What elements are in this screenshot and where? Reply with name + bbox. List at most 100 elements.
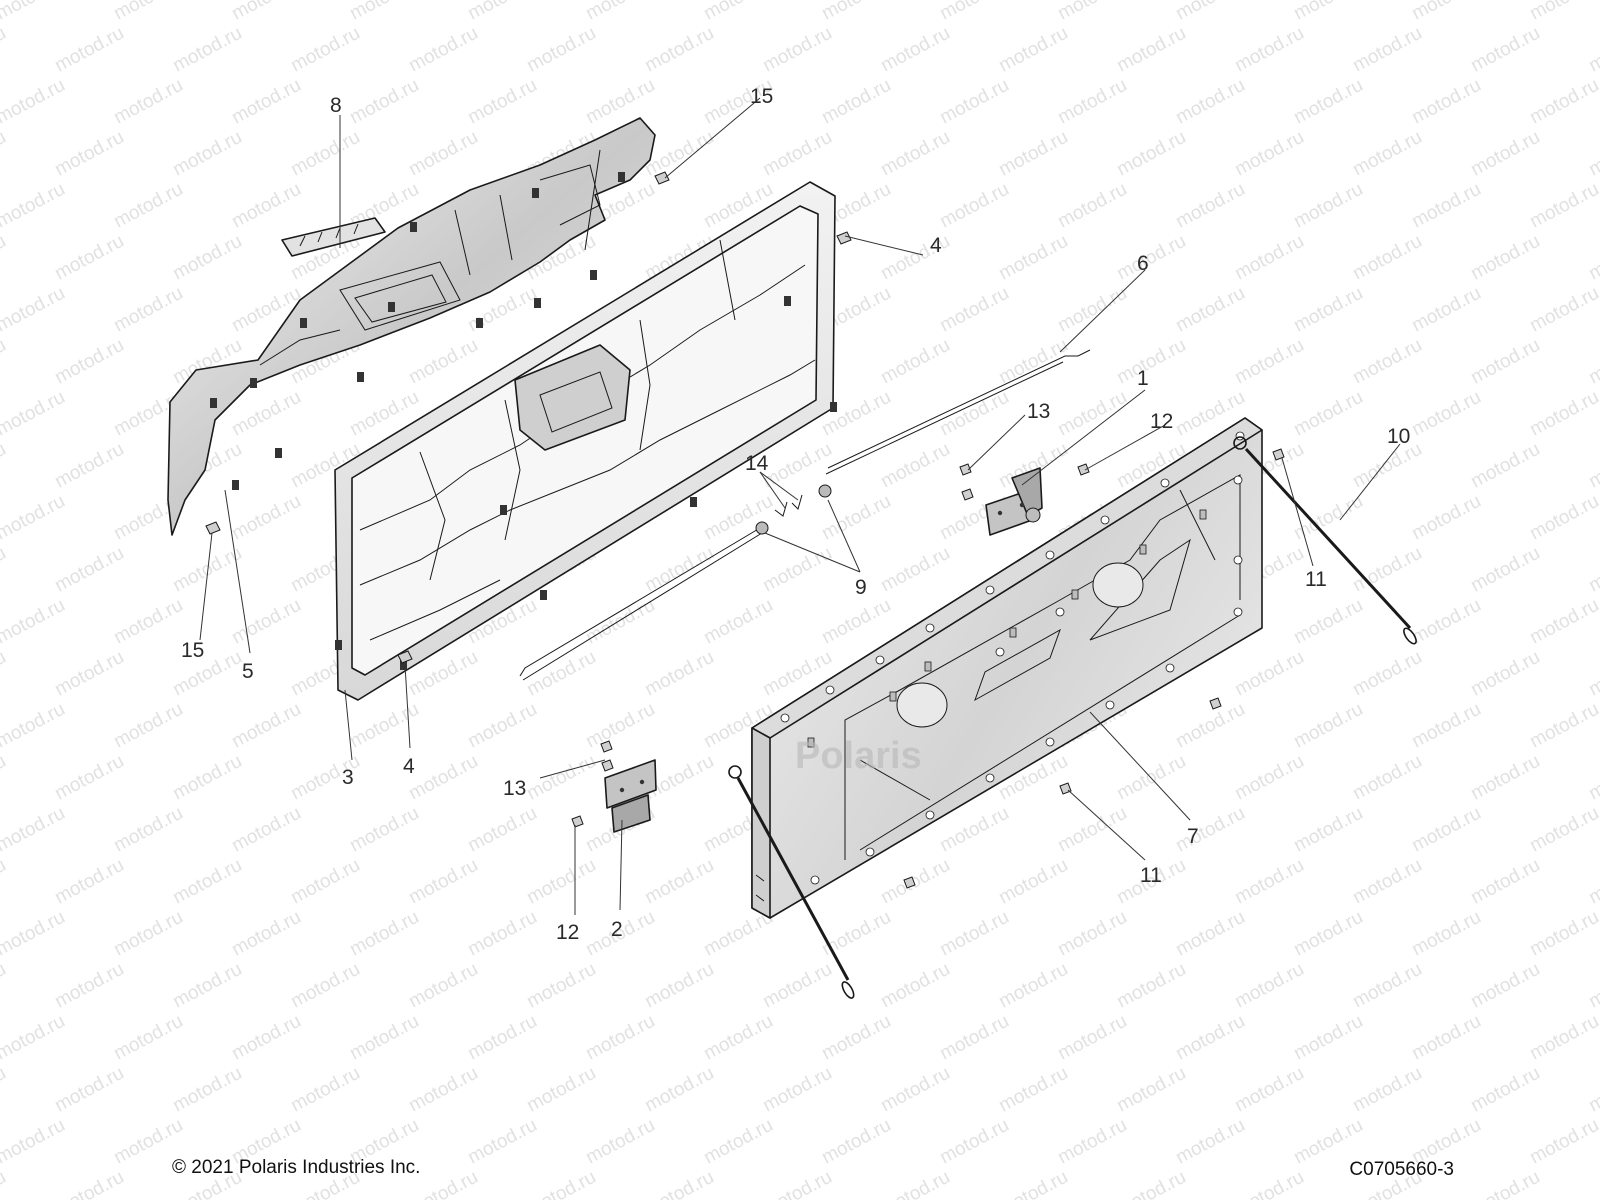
watermark-text: motod.ru (936, 387, 1012, 441)
watermark-text: motod.ru (228, 179, 304, 233)
watermark-text: motod.ru (1054, 0, 1130, 24)
lower-hinge (604, 759, 657, 833)
watermark-text: motod.ru (51, 231, 127, 285)
watermark-text: motod.ru (169, 855, 245, 909)
watermark-text: motod.ru (1526, 283, 1600, 337)
watermark-text: motod.ru (759, 543, 835, 597)
watermark-text: motod.ru (1585, 751, 1600, 805)
watermark-text: motod.ru (51, 751, 127, 805)
watermark-text: motod.ru (523, 23, 599, 77)
watermark-text: motod.ru (700, 491, 776, 545)
watermark-text: motod.ru (0, 335, 10, 389)
watermark-text: motod.ru (523, 959, 599, 1013)
support-cable-left (728, 765, 855, 999)
push-clips (205, 171, 852, 664)
watermark-text: motod.ru (1467, 231, 1543, 285)
watermark-text: motod.ru (1585, 959, 1600, 1013)
watermark-text: motod.ru (936, 0, 1012, 24)
watermark-text: motod.ru (877, 23, 953, 77)
watermark-text: motod.ru (1231, 647, 1307, 701)
watermark-text: motod.ru (110, 595, 186, 649)
watermark-text: motod.ru (1113, 751, 1189, 805)
callout-12-left: 12 (556, 921, 579, 944)
watermark-text: motod.ru (1290, 75, 1366, 129)
watermark-text: motod.ru (936, 75, 1012, 129)
watermark-text: motod.ru (1526, 803, 1600, 857)
watermark-text: motod.ru (1585, 23, 1600, 77)
watermark-text: motod.ru (0, 907, 69, 961)
watermark-text: motod.ru (464, 0, 540, 24)
watermark-text: motod.ru (818, 907, 894, 961)
watermark-text: motod.ru (1113, 127, 1189, 181)
watermark-logo: Polaris (795, 735, 922, 777)
watermark-text: motod.ru (1113, 959, 1189, 1013)
watermark-text: motod.ru (700, 0, 776, 24)
watermark-text: motod.ru (1467, 751, 1543, 805)
watermark-text: motod.ru (582, 595, 658, 649)
watermark-text: motod.ru (405, 751, 481, 805)
watermark-text: motod.ru (1526, 179, 1600, 233)
watermark-text: motod.ru (1467, 127, 1543, 181)
watermark-text: motod.ru (1054, 1011, 1130, 1065)
watermark-text: motod.ru (936, 179, 1012, 233)
watermark-text: motod.ru (0, 23, 10, 77)
watermark-text: motod.ru (1585, 1063, 1600, 1117)
watermark-text: motod.ru (1467, 23, 1543, 77)
callout-12-right: 12 (1150, 410, 1173, 433)
watermark-text: motod.ru (995, 23, 1071, 77)
watermark-text: motod.ru (936, 907, 1012, 961)
rod-springs (755, 484, 832, 535)
watermark-text: motod.ru (228, 803, 304, 857)
watermark-text: motod.ru (1467, 1063, 1543, 1117)
watermark-text: motod.ru (287, 959, 363, 1013)
watermark-text: motod.ru (287, 1063, 363, 1117)
watermark-text: motod.ru (51, 335, 127, 389)
watermark-text: motod.ru (228, 491, 304, 545)
watermark-text: motod.ru (877, 1063, 953, 1117)
watermark-text: motod.ru (228, 907, 304, 961)
watermark-text: motod.ru (228, 699, 304, 753)
watermark-text: motod.ru (995, 231, 1071, 285)
watermark-text: motod.ru (169, 751, 245, 805)
watermark-text: motod.ru (1349, 751, 1425, 805)
watermark-text: motod.ru (228, 0, 304, 24)
watermark-text: motod.ru (346, 699, 422, 753)
callout-7: 7 (1187, 825, 1199, 848)
watermark-text: motod.ru (700, 1011, 776, 1065)
watermark-text: motod.ru (0, 1167, 10, 1200)
watermark-text: motod.ru (1467, 959, 1543, 1013)
watermark-text: motod.ru (51, 439, 127, 493)
watermark-text: motod.ru (51, 855, 127, 909)
watermark-text: motod.ru (287, 127, 363, 181)
watermark-text: motod.ru (405, 959, 481, 1013)
watermark-text: motod.ru (1054, 907, 1130, 961)
watermark-text: motod.ru (1467, 335, 1543, 389)
watermark-text: motod.ru (464, 699, 540, 753)
watermark-text: motod.ru (523, 647, 599, 701)
watermark-text: motod.ru (877, 855, 953, 909)
watermark-text: motod.ru (1585, 543, 1600, 597)
watermark-text: motod.ru (464, 1115, 540, 1169)
watermark-text: motod.ru (1585, 231, 1600, 285)
watermark-text: motod.ru (1408, 75, 1484, 129)
watermark-text: motod.ru (405, 1063, 481, 1117)
watermark-text: motod.ru (818, 595, 894, 649)
watermark-text: motod.ru (936, 1115, 1012, 1169)
watermark-text: motod.ru (1585, 439, 1600, 493)
watermark-text: motod.ru (1408, 907, 1484, 961)
watermark-text: motod.ru (1113, 1063, 1189, 1117)
watermark-text: motod.ru (1290, 803, 1366, 857)
watermark-text: motod.ru (346, 907, 422, 961)
watermark-text: motod.ru (1054, 283, 1130, 337)
watermark-text: motod.ru (1231, 855, 1307, 909)
watermark-text: motod.ru (1172, 75, 1248, 129)
watermark-text: motod.ru (0, 387, 69, 441)
watermark-text: motod.ru (1408, 595, 1484, 649)
watermark-text: motod.ru (1408, 0, 1484, 24)
watermark-text: motod.ru (1290, 179, 1366, 233)
watermark-text: motod.ru (1290, 1011, 1366, 1065)
watermark-text: motod.ru (1467, 543, 1543, 597)
watermark-text: motod.ru (51, 959, 127, 1013)
